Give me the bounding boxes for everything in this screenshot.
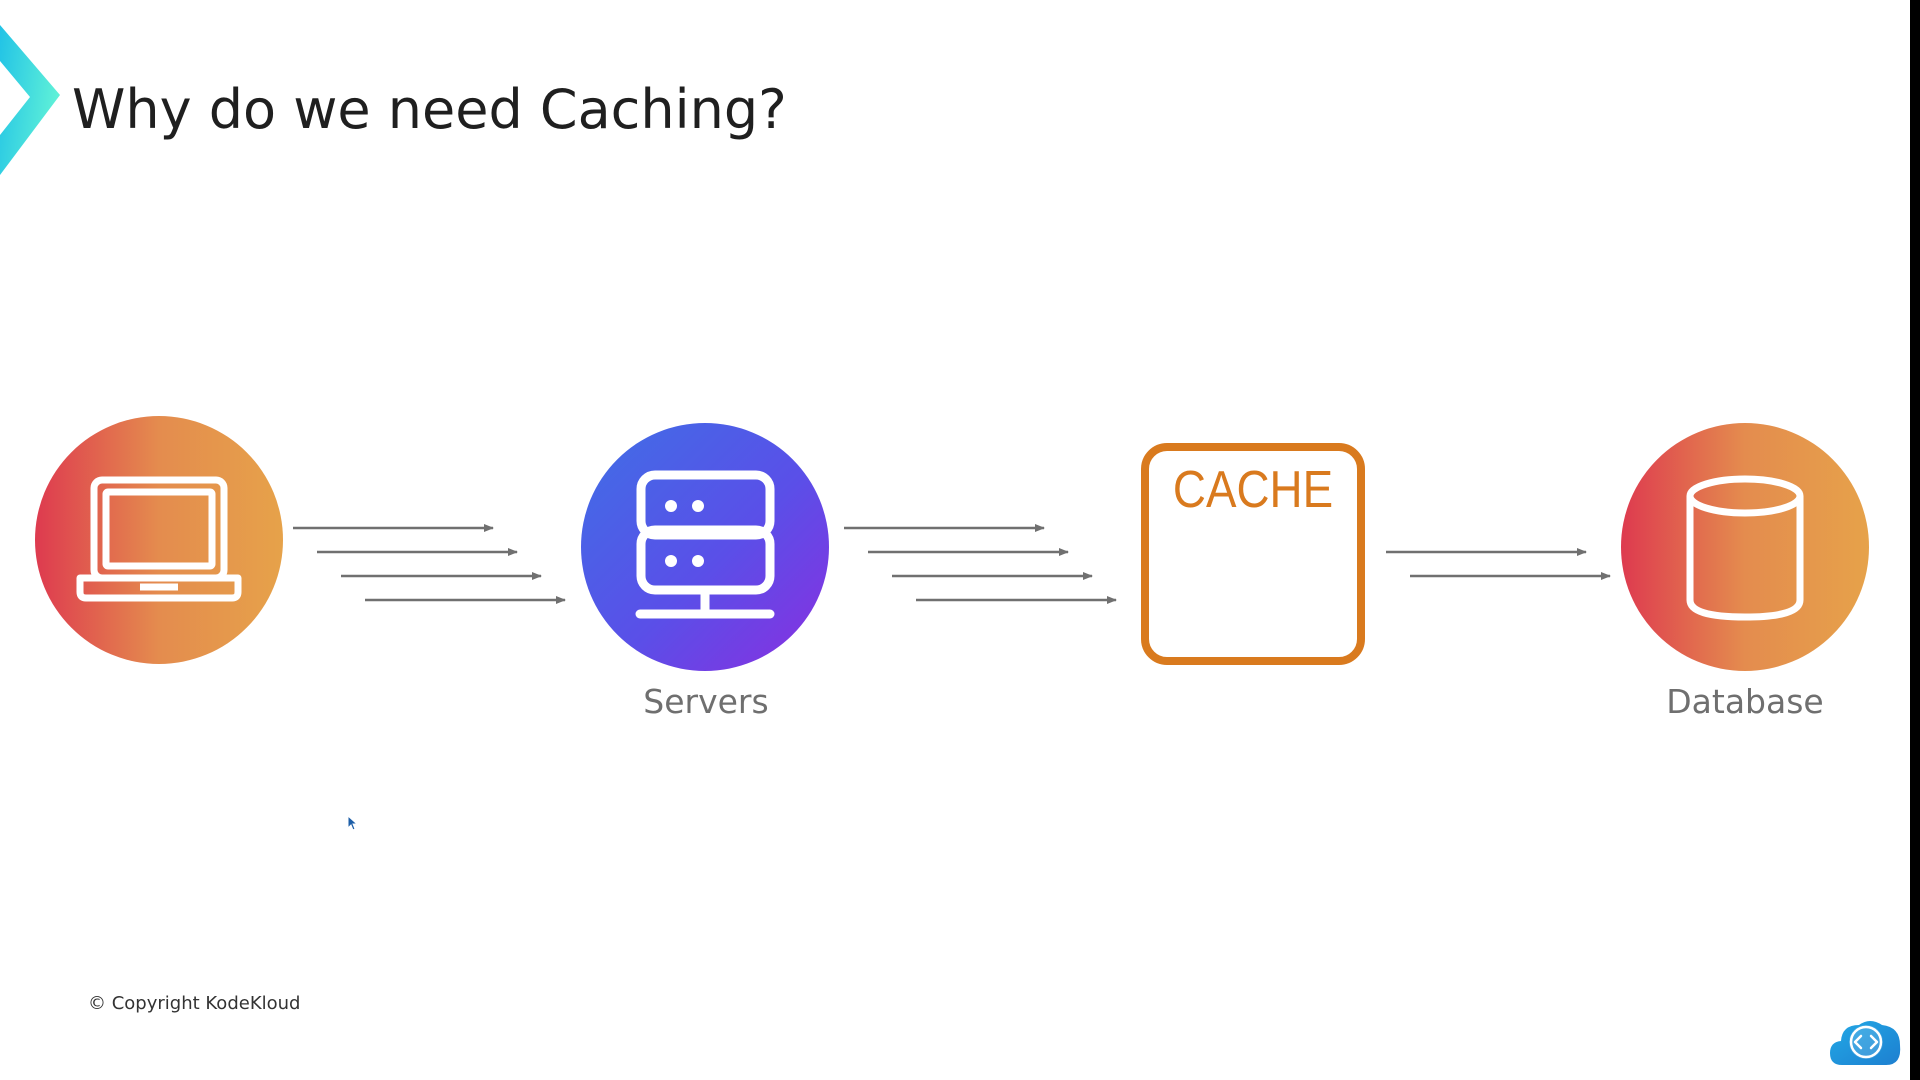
servers-label: Servers [643,682,769,721]
servers-node [581,423,829,671]
kodekloud-cloud-logo-icon[interactable] [1828,1015,1904,1067]
copyright-footer: © Copyright KodeKloud [88,993,301,1014]
database-label: Database [1666,682,1824,721]
cache-box [1141,443,1365,665]
database-node [1621,423,1869,671]
slide-title: Why do we need Caching? [72,78,787,141]
cache-label: CACHE [1172,461,1334,519]
arrows-servers-to-cache [844,524,1117,604]
arrows-cache-to-database [1386,548,1611,580]
client-node [35,416,283,664]
arrows-client-to-servers [293,524,566,604]
laptop-icon [76,476,242,602]
server-rack-icon [635,470,775,619]
mouse-cursor-icon [347,815,359,831]
database-cylinder-icon [1686,475,1804,621]
kodekloud-chevron-icon [0,25,60,175]
